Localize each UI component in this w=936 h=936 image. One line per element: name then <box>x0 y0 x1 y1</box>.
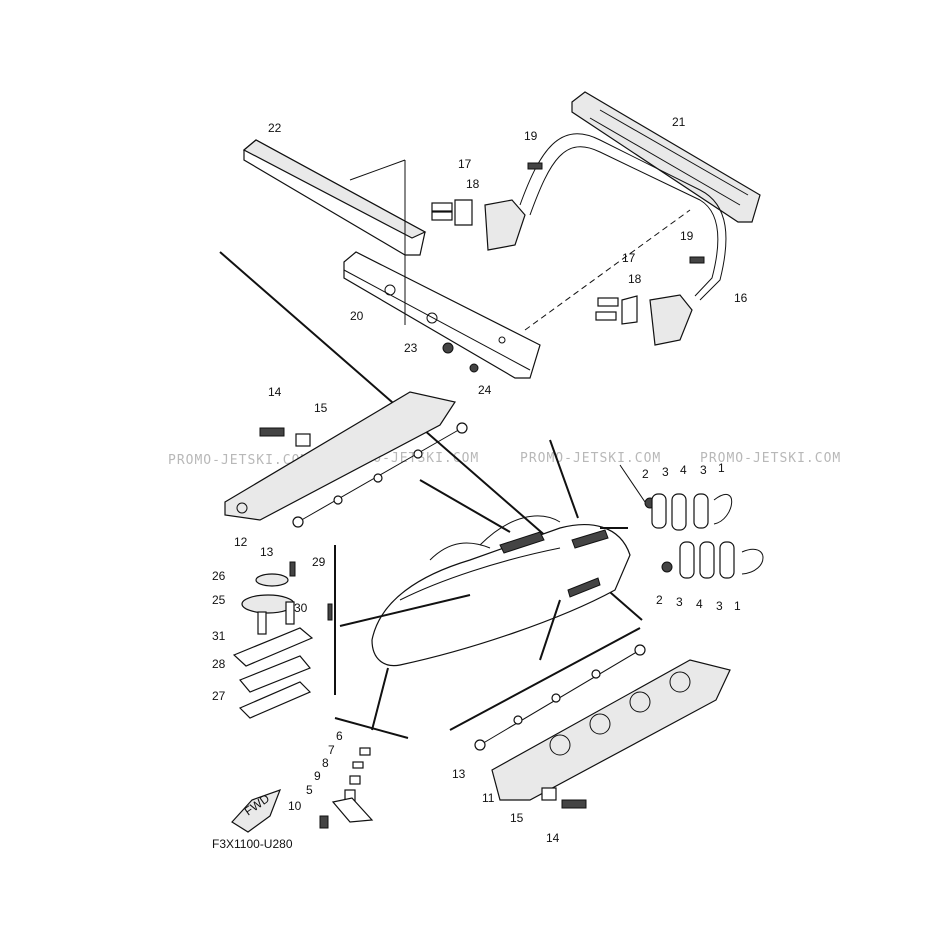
watermark-1: PROMO-JETSKI.COM <box>168 453 309 468</box>
callout-26: 26 <box>212 569 226 583</box>
dash-line <box>524 209 691 331</box>
callout-16: 16 <box>734 291 748 305</box>
part-22-pad <box>242 139 427 256</box>
bolt-24 <box>469 363 479 373</box>
part-30-pin <box>327 603 333 621</box>
callout-1b: 1 <box>734 599 741 613</box>
callout-14a: 14 <box>268 385 282 399</box>
callout-4b: 4 <box>696 597 703 611</box>
part-26-cap <box>255 573 289 587</box>
callout-11: 11 <box>482 791 495 805</box>
callout-14b: 14 <box>546 831 560 845</box>
callout-8: 8 <box>322 756 329 770</box>
callout-30: 30 <box>294 601 308 615</box>
callout-25: 25 <box>212 593 226 607</box>
callout-23: 23 <box>404 341 418 355</box>
bolt-23 <box>442 342 454 354</box>
callout-17a: 17 <box>458 157 472 171</box>
callout-9: 9 <box>314 769 321 783</box>
callout-21: 21 <box>672 115 686 129</box>
callout-3b: 3 <box>700 463 707 477</box>
bolt-14-right <box>561 799 587 809</box>
bolt-19a <box>527 162 543 170</box>
callout-19b: 19 <box>680 229 694 243</box>
part-10-screw <box>319 815 329 829</box>
bolt-14-left <box>259 427 285 437</box>
watermark-3: PROMO-JETSKI.COM <box>520 451 661 466</box>
part-29-screw <box>289 561 296 577</box>
part-25-cleat <box>241 594 295 635</box>
callout-31: 31 <box>212 629 226 643</box>
parts-1-4-lower <box>661 541 764 579</box>
callout-6: 6 <box>336 729 343 743</box>
callout-12: 12 <box>234 535 248 549</box>
part-17-bracket-upper <box>431 199 526 251</box>
spacer-15-right <box>541 787 557 801</box>
diagram-code: F3X1100-U280 <box>212 837 293 851</box>
callout-3c: 3 <box>676 595 683 609</box>
callout-3a: 3 <box>662 465 669 479</box>
fwd-arrow <box>231 788 282 833</box>
part-28-plate <box>239 655 311 693</box>
callout-18a: 18 <box>466 177 480 191</box>
callout-20: 20 <box>350 309 364 323</box>
callout-17b: 17 <box>622 251 636 265</box>
part-16-handle-bar <box>519 133 727 301</box>
part-31-plate <box>232 627 314 667</box>
callout-4a: 4 <box>680 463 687 477</box>
callout-10: 10 <box>288 799 302 813</box>
leader-line <box>349 159 406 181</box>
callout-28: 28 <box>212 657 226 671</box>
callout-19a: 19 <box>524 129 538 143</box>
callout-24: 24 <box>478 383 492 397</box>
callout-29: 29 <box>312 555 326 569</box>
callout-1a: 1 <box>718 461 725 475</box>
callout-22: 22 <box>268 121 282 135</box>
callout-line <box>371 667 389 731</box>
leader-line <box>619 464 646 503</box>
part-21-handle-pad <box>571 91 761 223</box>
part-11-side-pad-right <box>491 659 731 801</box>
jetski-body <box>371 515 631 667</box>
callout-line <box>539 599 561 661</box>
callout-18b: 18 <box>628 272 642 286</box>
part-17-bracket-lower <box>595 294 693 346</box>
part-6-cap <box>359 747 371 756</box>
part-13-rail-right <box>474 644 646 751</box>
callout-13b: 13 <box>452 767 466 781</box>
part-13-rail-left <box>292 422 468 528</box>
callout-27: 27 <box>212 689 226 703</box>
part-12-side-pad <box>224 391 456 521</box>
bolt-19b <box>689 256 705 264</box>
callout-5: 5 <box>306 783 313 797</box>
callout-3d: 3 <box>716 599 723 613</box>
separator-line-2 <box>449 627 641 731</box>
callouts: 22 19 17 18 21 19 17 18 16 20 23 24 14 1… <box>212 115 748 845</box>
part-20-bar <box>343 251 541 379</box>
part-8-spring <box>349 775 361 785</box>
callout-2a: 2 <box>642 467 649 481</box>
callout-15b: 15 <box>510 811 524 825</box>
callout-15a: 15 <box>314 401 328 415</box>
callout-2b: 2 <box>656 593 663 607</box>
callout-7: 7 <box>328 743 335 757</box>
watermark-4: PROMO-JETSKI.COM <box>700 451 841 466</box>
callout-line <box>549 439 579 519</box>
parts-1-4-upper <box>644 493 733 531</box>
spacer-15-left <box>295 433 311 447</box>
part-27-plate <box>238 681 312 719</box>
part-7-spring <box>352 761 364 769</box>
callout-line <box>339 594 471 627</box>
callout-13a: 13 <box>260 545 274 559</box>
part-5-latch <box>331 797 374 823</box>
callout-line <box>419 479 511 533</box>
